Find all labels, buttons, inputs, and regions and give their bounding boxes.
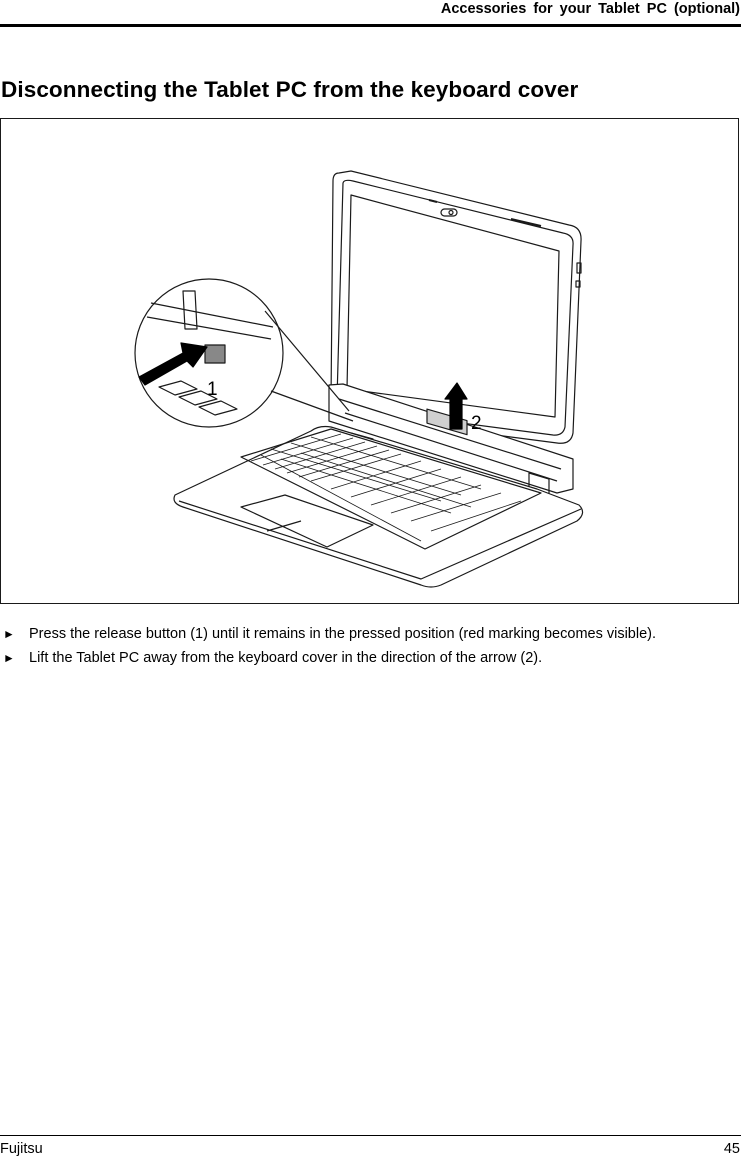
figure-illustration: 2 1 bbox=[0, 118, 739, 604]
footer-rule bbox=[0, 1135, 741, 1136]
section-title: Disconnecting the Tablet PC from the key… bbox=[1, 77, 579, 102]
press-arrow-icon bbox=[138, 342, 208, 386]
step-item: ► Lift the Tablet PC away from the keybo… bbox=[0, 646, 741, 670]
step-text: Press the release button (1) until it re… bbox=[29, 626, 657, 642]
step-item: ► Press the release button (1) until it … bbox=[0, 622, 741, 646]
page-number: 45 bbox=[723, 1141, 740, 1157]
magnified-inset: 1 bbox=[134, 278, 354, 428]
dock-hinge bbox=[328, 383, 574, 500]
step-text: Lift the Tablet PC away from the keyboar… bbox=[29, 650, 543, 666]
lift-arrow-icon: 2 bbox=[444, 382, 482, 434]
tablet-keyboard-illustration: 2 1 bbox=[134, 170, 584, 588]
tablet-icon bbox=[330, 170, 582, 444]
footer-brand: Fujitsu bbox=[0, 1141, 43, 1157]
triangle-bullet-icon: ► bbox=[3, 651, 15, 665]
instruction-steps: ► Press the release button (1) until it … bbox=[0, 622, 741, 670]
running-header: Accessories for your Tablet PC (optional… bbox=[440, 1, 740, 17]
header-rule bbox=[0, 24, 741, 27]
triangle-bullet-icon: ► bbox=[3, 627, 15, 641]
callout-1: 1 bbox=[207, 379, 218, 400]
keyboard-cover bbox=[173, 425, 584, 588]
callout-2: 2 bbox=[471, 413, 482, 434]
